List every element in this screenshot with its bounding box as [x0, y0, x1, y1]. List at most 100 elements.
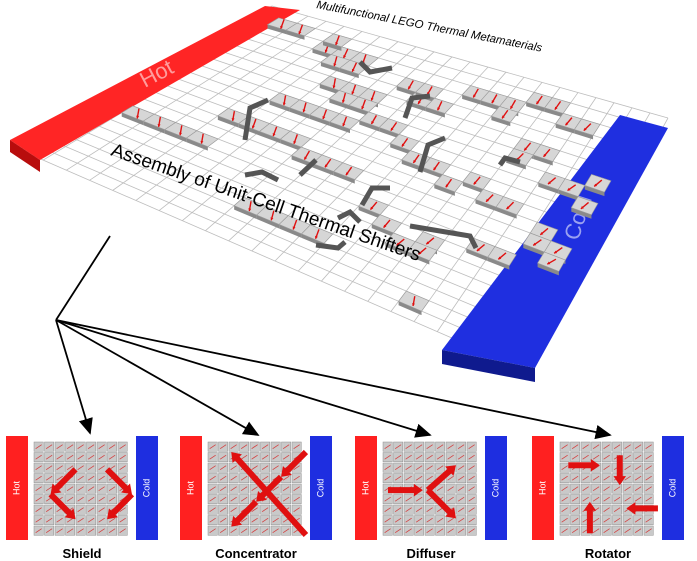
mini-arrow: [561, 507, 568, 512]
mini-arrow: [272, 528, 279, 533]
flow-arrowhead: [583, 501, 597, 511]
panel-hot-bar: [180, 436, 202, 540]
mini-arrow: [77, 517, 84, 523]
mini-arrow: [98, 507, 105, 512]
mini-arrow: [272, 517, 279, 523]
mini-arrow: [561, 454, 568, 460]
mini-arrow: [77, 507, 84, 512]
mini-arrow: [571, 486, 579, 491]
mini-arrow: [436, 444, 444, 449]
mini-arrow: [56, 465, 63, 470]
flow-arrow: [109, 492, 135, 518]
panel-hot-label: Hot: [185, 481, 195, 496]
mini-arrow: [624, 465, 631, 470]
flow-arrowhead: [413, 483, 423, 497]
mini-arrow: [35, 528, 42, 533]
mini-arrow: [592, 454, 600, 460]
mini-arrow: [87, 475, 95, 481]
mini-arrow: [645, 528, 652, 533]
mini-arrow: [219, 486, 227, 491]
mini-arrow: [592, 486, 600, 491]
mini-arrow: [293, 465, 300, 470]
mini-arrow: [457, 528, 465, 533]
mini-arrow: [66, 444, 74, 449]
mini-arrow: [209, 475, 216, 481]
flow-arrow: [52, 467, 78, 493]
grid-line: [145, 77, 600, 246]
grid-line: [19, 149, 531, 373]
mini-arrow: [108, 496, 116, 502]
panel-hot-label: Hot: [537, 481, 547, 496]
mini-arrow: [645, 454, 652, 460]
mini-arrow: [261, 507, 269, 512]
panel-hot-label: Hot: [360, 481, 370, 496]
unit-cell-tile: [584, 174, 612, 197]
guide-arrows: [242, 60, 521, 251]
flow-arrow: [258, 474, 284, 500]
mini-arrow: [468, 528, 475, 533]
panel-name: Concentrator: [215, 546, 297, 561]
mini-arrow: [468, 486, 475, 491]
mini-arrow: [415, 496, 423, 502]
mini-arrow: [571, 496, 579, 502]
mini-arrow: [405, 454, 412, 460]
unit-cell-tile: [121, 105, 155, 126]
mini-arrow: [35, 444, 42, 449]
mini-arrow: [645, 475, 652, 481]
mini-arrow: [468, 475, 475, 481]
mini-arrow: [108, 528, 116, 533]
mini-arrow: [561, 444, 568, 449]
mini-arrow: [293, 475, 300, 481]
hot-bar-3d: Hot: [10, 6, 300, 172]
flow-arrow: [283, 449, 309, 475]
mini-arrow: [87, 517, 95, 523]
mini-arrow: [219, 528, 227, 533]
mini-arrow: [119, 528, 126, 533]
mini-arrow: [592, 507, 600, 512]
mini-arrow: [405, 465, 412, 470]
mini-arrow: [251, 496, 258, 502]
mini-arrow: [468, 496, 475, 502]
flow-arrowhead: [121, 483, 132, 495]
mini-arrow: [77, 475, 84, 481]
mini-arrow: [634, 517, 642, 523]
mini-arrow: [384, 444, 391, 449]
mini-arrow: [571, 444, 579, 449]
unit-cell-tile: [319, 75, 350, 95]
mini-arrow: [457, 486, 465, 491]
mini-arrow: [87, 444, 95, 449]
mini-arrow: [645, 496, 652, 502]
mini-arrow: [87, 528, 95, 533]
mini-arrow: [35, 507, 42, 512]
unit-cell-tile: [406, 241, 438, 265]
unit-cell-tile: [544, 97, 572, 118]
mini-arrow: [35, 465, 42, 470]
mini-arrow: [45, 444, 53, 449]
mini-arrow: [45, 528, 53, 533]
flow-arrow: [233, 454, 309, 537]
mini-arrow: [603, 475, 610, 481]
mini-arrow: [603, 454, 610, 460]
panel-cold-label: Cold: [490, 479, 500, 498]
mini-arrow: [87, 454, 95, 460]
unit-cell-tile: [462, 171, 492, 194]
mini-arrow: [405, 507, 412, 512]
mini-arrow: [394, 465, 402, 470]
mini-arrow: [457, 444, 465, 449]
mini-arrow: [447, 475, 454, 481]
unit-cell-tile: [278, 215, 311, 238]
panel-name: Shield: [62, 546, 101, 561]
mini-arrow: [384, 475, 391, 481]
mini-arrow: [592, 475, 600, 481]
mini-arrow: [87, 465, 95, 470]
flow-arrowhead: [445, 507, 457, 519]
mini-arrow: [447, 496, 454, 502]
mini-arrow: [457, 507, 465, 512]
mini-arrow: [415, 444, 423, 449]
mini-arrow: [571, 475, 579, 481]
mini-arrow: [436, 517, 444, 523]
mini-arrow: [282, 475, 290, 481]
mini-arrow: [108, 517, 116, 523]
